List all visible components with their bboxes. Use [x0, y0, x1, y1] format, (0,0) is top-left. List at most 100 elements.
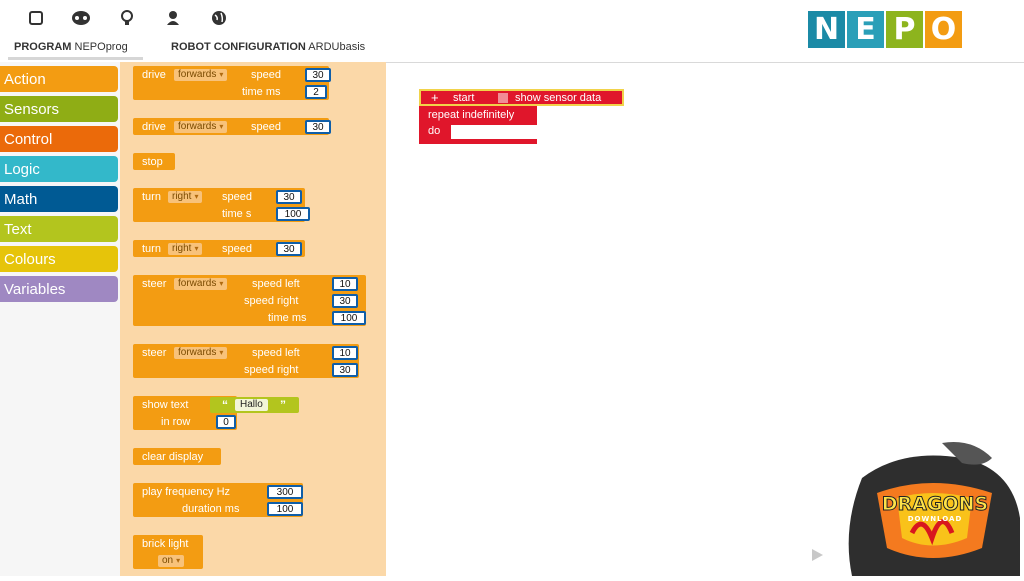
speed-right-input[interactable]: 30 [332, 294, 358, 308]
globe-icon[interactable] [208, 8, 230, 28]
speed-label: speed [222, 243, 252, 255]
category-variables[interactable]: Variables [0, 276, 118, 302]
frequency-input[interactable]: 300 [267, 485, 303, 499]
logo-letter: E [847, 11, 884, 48]
stop-block[interactable]: stop [133, 153, 175, 170]
do-label: do [428, 125, 441, 137]
block-label: turn [142, 243, 161, 255]
block-label: turn [142, 191, 161, 203]
speed-input[interactable]: 30 [305, 68, 331, 82]
program-icon[interactable] [25, 8, 47, 28]
drive-time-block[interactable]: drive forwards▾ speed 30 time ms 2 [133, 66, 331, 100]
direction-dropdown[interactable]: forwards▾ [174, 347, 228, 359]
tab-robot-name: ARDUbasis [308, 41, 366, 53]
speed-left-input[interactable]: 10 [332, 346, 358, 360]
logo-letter: N [808, 11, 845, 48]
time-input[interactable]: 100 [276, 207, 310, 221]
tab-program[interactable]: PROGRAM NEPOprog [14, 41, 128, 53]
lightbulb-icon[interactable] [116, 8, 138, 28]
turn-time-block[interactable]: turn right▾ speed 30 time s 100 [133, 188, 310, 222]
speed-input[interactable]: 30 [276, 242, 302, 256]
speed-left-label: speed left [252, 278, 300, 290]
plus-icon[interactable]: + [431, 90, 439, 105]
dragons-download-watermark: DRAGONS DOWNLOAD [842, 438, 1024, 576]
speed-input[interactable]: 30 [276, 190, 302, 204]
block-label: show text [142, 399, 189, 411]
brick-light-block[interactable]: brick light on▾ [133, 535, 203, 569]
speed-left-label: speed left [252, 347, 300, 359]
dropdown-value: right [172, 191, 192, 202]
speed-left-input[interactable]: 10 [332, 277, 358, 291]
duration-label: duration ms [182, 503, 240, 515]
close-quote-icon: ” [280, 398, 286, 412]
run-icon[interactable] [810, 548, 824, 562]
speed-right-input[interactable]: 30 [332, 363, 358, 377]
category-math[interactable]: Math [0, 186, 118, 212]
active-tab-indicator [8, 57, 143, 60]
direction-dropdown[interactable]: forwards▾ [174, 278, 228, 290]
robot-icon[interactable] [70, 8, 92, 28]
play-tone-block[interactable]: play frequency Hz 300 duration ms 100 [133, 483, 303, 517]
text-literal-block[interactable]: “ Hallo ” [210, 397, 299, 413]
category-sensors[interactable]: Sensors [0, 96, 118, 122]
dropdown-value: forwards [178, 278, 217, 289]
category-control[interactable]: Control [0, 126, 118, 152]
row-input[interactable]: 0 [216, 415, 236, 429]
chevron-down-icon: ▾ [219, 122, 224, 131]
category-text[interactable]: Text [0, 216, 118, 242]
block-label: stop [142, 156, 163, 168]
speed-label: speed [251, 69, 281, 81]
speed-input[interactable]: 30 [305, 120, 331, 134]
repeat-forever-block[interactable]: repeat indefinitely do [419, 106, 537, 144]
open-quote-icon: “ [222, 398, 228, 412]
show-text-block[interactable]: show text in row 0 [133, 396, 237, 430]
direction-dropdown[interactable]: forwards▾ [174, 121, 228, 133]
top-bar: PROGRAM NEPOprog ROBOT CONFIGURATION ARD… [0, 0, 1024, 63]
time-label: time s [222, 208, 252, 220]
time-input[interactable]: 100 [332, 311, 366, 325]
direction-dropdown[interactable]: right▾ [168, 243, 203, 255]
do-statement-slot[interactable] [451, 125, 537, 139]
direction-dropdown[interactable]: forwards▾ [174, 69, 228, 81]
start-block[interactable]: + start show sensor data [419, 89, 624, 106]
logo-letter: O [925, 11, 962, 48]
watermark-subtitle: DOWNLOAD [907, 515, 963, 523]
time-input[interactable]: 2 [305, 85, 327, 99]
chevron-down-icon: ▾ [194, 192, 199, 201]
speed-label: speed [251, 121, 281, 133]
nepo-logo: N E P O [808, 11, 962, 51]
tab-program-name: NEPOprog [74, 41, 128, 53]
chevron-down-icon: ▾ [219, 279, 224, 288]
tab-robot-configuration[interactable]: ROBOT CONFIGURATION ARDUbasis [171, 41, 365, 53]
user-icon[interactable] [162, 8, 184, 28]
speed-right-label: speed right [244, 295, 299, 307]
dropdown-value: on [162, 555, 174, 566]
drive-block[interactable]: drive forwards▾ speed 30 [133, 118, 331, 135]
block-label: drive [142, 121, 166, 133]
duration-input[interactable]: 100 [267, 502, 303, 516]
clear-display-block[interactable]: clear display [133, 448, 221, 465]
dragon-emblem-icon [848, 442, 1020, 576]
chevron-down-icon: ▾ [219, 348, 224, 357]
steer-block[interactable]: steer forwards▾ speed left 10 speed righ… [133, 344, 359, 378]
row-label: in row [161, 416, 191, 428]
steer-time-block[interactable]: steer forwards▾ speed left 10 speed righ… [133, 275, 366, 326]
block-label: play frequency Hz [142, 486, 231, 498]
direction-dropdown[interactable]: right▾ [168, 191, 203, 203]
block-label: drive [142, 69, 166, 81]
sensor-data-checkbox[interactable] [498, 93, 508, 103]
category-logic[interactable]: Logic [0, 156, 118, 182]
time-label: time ms [268, 312, 307, 324]
block-label: steer [142, 278, 167, 290]
light-state-dropdown[interactable]: on▾ [158, 555, 185, 567]
category-colours[interactable]: Colours [0, 246, 118, 272]
turn-block[interactable]: turn right▾ speed 30 [133, 240, 305, 257]
time-label: time ms [242, 86, 281, 98]
chevron-down-icon: ▾ [194, 244, 199, 253]
tab-robot-label: ROBOT CONFIGURATION [171, 41, 306, 53]
block-label: clear display [142, 451, 204, 463]
category-action[interactable]: Action [0, 66, 118, 92]
text-value[interactable]: Hallo [235, 399, 268, 411]
chevron-down-icon: ▾ [219, 70, 224, 79]
logo-letter: P [886, 11, 923, 48]
